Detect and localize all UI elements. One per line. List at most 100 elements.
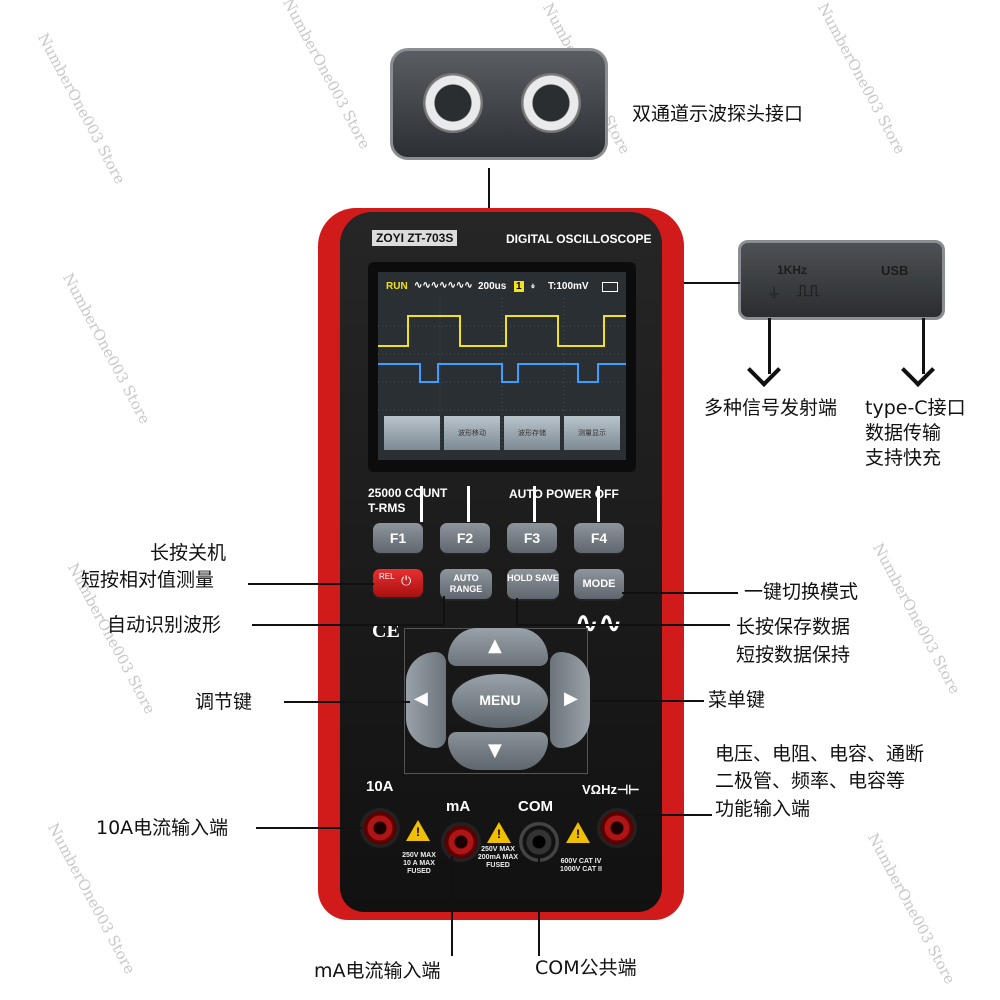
com-leader [538,856,540,956]
menu-leader [592,700,704,702]
menu-label: MENU [479,692,521,708]
watermark: NumberOne003 Store [279,0,375,153]
watermark: NumberOne003 Store [814,0,910,158]
warning-icon: ! [487,822,511,843]
menu-button[interactable]: MENU [450,672,550,730]
channel1-trace [378,315,626,347]
watermark: NumberOne003 Store [44,820,140,978]
rel-leader [248,583,374,585]
screen-softkey-2: 波形移动 [444,416,500,450]
dpad-right-button[interactable]: ▶ [550,652,590,748]
sine-wave-icon: ∿∿∿∿∿∿∿ [414,280,473,291]
mode-button[interactable]: MODE [574,569,624,599]
callout-auto-detect: 自动识别波形 [107,614,222,636]
rel-label: REL [379,572,395,581]
mode-leader [622,592,738,594]
callout-long-press-off-1: 长按关机 [150,542,227,564]
jack-ma[interactable] [441,822,481,862]
signal-arrow-head [747,353,781,387]
hold-save-button[interactable]: HOLD SAVE [507,569,559,599]
a10-leader [256,827,362,829]
v-leader [636,814,712,816]
arrow-left-icon: ◀ [414,688,428,709]
square-wave-icon: ⎍⎍ [797,281,820,300]
probe-connector-inset [390,48,608,160]
typec-arrow-head [901,353,935,387]
callout-typec-3: 支持快充 [865,447,942,469]
auto-power-off-spec: AUTO POWER OFF [509,487,619,501]
screen-softkey-4: 测量显示 [564,416,620,450]
callout-hold-save-2: 短按数据保持 [736,644,851,666]
f3-button[interactable]: F3 [507,523,557,553]
f1-arrow [420,486,423,522]
callout-hold-save-1: 长按保存数据 [736,616,851,638]
port-label-com: COM [518,798,553,815]
dpad-up-button[interactable]: ▲ [448,628,548,666]
rel-power-button[interactable]: REL ⏻ [373,569,423,597]
brand-model: ZOYI ZT-703S [372,230,458,246]
count-spec: 25000 COUNT [368,486,448,500]
dpad-left-button[interactable]: ◀ [406,652,446,748]
callout-typec-1: type-C接口 [865,397,966,419]
jack-v-ohm-hz[interactable] [597,808,637,848]
dpad-down-button[interactable]: ▼ [448,732,548,770]
screen-softkey-3: 波形存储 [504,416,560,450]
callout-com-common: COM公共端 [535,957,637,979]
port-panel-inset: 1KHz ⏚ ⎍⎍ USB [738,240,945,320]
run-indicator: RUN [386,281,408,292]
callout-functions-3: 功能输入端 [715,798,811,820]
probe-leader-line [488,168,490,210]
callout-mode-switch: 一键切换模式 [744,581,859,603]
port-label-v-ohm-hz: VΩHz⊣⊢ [582,782,640,797]
trigger-level: T:100mV [548,281,589,292]
device-title: DIGITAL OSCILLOSCOPE [506,232,652,246]
auto-range-button[interactable]: AUTO RANGE [440,569,492,599]
hold-leader-h [516,624,730,626]
callout-typec-2: 数据传输 [865,422,942,444]
watermark: NumberOne003 Store [864,830,960,988]
callout-long-press-off-2: 短按相对值测量 [81,569,215,591]
probe-socket-1 [423,73,483,133]
arrow-right-icon: ▶ [564,688,578,709]
watermark: NumberOne003 Store [59,270,155,428]
waveform-logo-icon: ∿∿ [575,607,622,638]
f2-arrow [467,486,470,522]
callout-functions-2: 二极管、频率、电容等 [715,770,906,792]
note-ma: 250V MAX 200mA MAX FUSED [477,846,519,869]
note-v: 600V CAT IV 1000V CAT II [560,858,602,873]
power-icon: ⏻ [401,574,412,589]
auto-leader-h [252,624,444,626]
battery-icon [602,282,618,292]
adjust-leader [284,701,410,703]
probe-socket-2 [521,73,581,133]
watermark: NumberOne003 Store [34,30,130,188]
f1-button[interactable]: F1 [373,523,423,553]
callout-probe-interface: 双通道示波探头接口 [632,103,804,125]
channel2-trace [378,363,626,383]
note-10a: 250V MAX 10 A MAX FUSED [402,852,436,875]
arrow-up-icon: ▲ [488,635,502,656]
warning-icon: ! [566,822,590,843]
port-label-10a: 10A [366,778,394,795]
screen-status-bar: RUN ∿∿∿∿∿∿∿ 200us 1 ⍖ T:100mV [378,280,626,296]
port-panel-freq-label: 1KHz [777,263,808,277]
ground-icon: ⏚ [767,286,781,302]
callout-adjust-keys: 调节键 [195,691,253,713]
port-label-ma: mA [446,798,471,815]
f4-arrow [597,486,600,522]
f2-button[interactable]: F2 [440,523,490,553]
warning-icon: ! [406,820,430,841]
screen-softkey-1 [384,416,440,450]
port-panel-leader [682,282,740,284]
jack-10a[interactable] [360,808,400,848]
channel-badge: 1 [514,281,524,292]
arrow-down-icon: ▼ [488,740,502,761]
trigger-icon: ⍖ [530,281,536,292]
auto-leader-v [443,596,445,626]
jack-com[interactable] [519,822,559,862]
timebase: 200us [478,281,507,292]
f3-arrow [533,486,536,522]
watermark: NumberOne003 Store [869,540,965,698]
callout-menu-key: 菜单键 [708,689,766,711]
f4-button[interactable]: F4 [574,523,624,553]
